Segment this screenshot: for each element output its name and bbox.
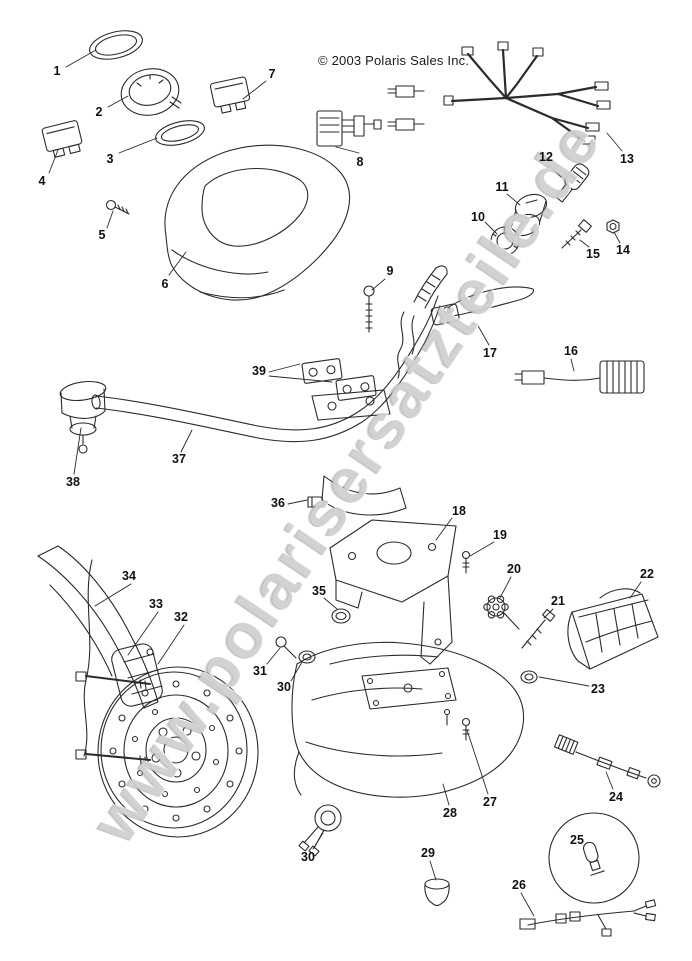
part-label-1-0: 1: [53, 63, 61, 78]
clip-36: [307, 496, 325, 508]
leader-lines: [48, 49, 642, 917]
part-label-17-16: 17: [483, 345, 497, 360]
connector-pair: [387, 85, 425, 131]
gauge-bezel: [89, 30, 143, 60]
handlebar-grip-right: [413, 265, 448, 309]
harness-connectors: [443, 41, 611, 145]
brake-caliper: [111, 643, 163, 707]
cable-squiggle-2: [411, 315, 415, 355]
part-label-5-4: 5: [98, 227, 106, 242]
part-label-24-23: 24: [609, 789, 623, 804]
part-label-21-20: 21: [551, 593, 565, 608]
part-label-7-6: 7: [268, 66, 276, 81]
part-label-34-34: 34: [122, 568, 136, 583]
relay-left: [41, 120, 83, 158]
part-label-39-39: 39: [252, 363, 266, 378]
part-label-6-5: 6: [161, 276, 169, 291]
handlebar-clamps: [301, 358, 391, 421]
copyright-notice: © 2003 Polaris Sales Inc.: [318, 53, 470, 68]
brake-hose: [83, 559, 93, 757]
switch-30: [298, 804, 342, 857]
part-label-35-35: 35: [312, 583, 326, 598]
part-label-30-30: 30: [277, 679, 291, 694]
part-label-31-31: 31: [253, 663, 267, 678]
part-label-37-37: 37: [172, 451, 186, 466]
part-label-38-38: 38: [66, 474, 80, 489]
gauge-gasket: [155, 120, 205, 146]
choke-cable: [553, 734, 661, 788]
screw-19: [461, 550, 471, 574]
speedometer-gauge: [120, 68, 182, 116]
headlight-assembly: [567, 588, 659, 670]
part-label-11-10: 11: [495, 179, 509, 194]
bolt-15: [561, 219, 592, 249]
screw-27: [443, 708, 471, 741]
cable-squiggle: [397, 311, 405, 379]
bolt-21: [521, 608, 556, 649]
console-pod: [164, 144, 351, 301]
part-label-2-1: 2: [95, 104, 103, 119]
nut-14: [606, 219, 620, 234]
ignition-key: [555, 163, 590, 203]
part-label-25-24: 25: [570, 832, 584, 847]
part-label-20-19: 20: [507, 561, 521, 576]
part-label-22-21: 22: [640, 566, 654, 581]
screw-5: [105, 199, 130, 215]
wiring-harness: [450, 48, 600, 143]
handlebar-holder: [321, 475, 407, 516]
grommet-35: [331, 608, 351, 624]
part-label-8-7: 8: [356, 154, 364, 169]
ignition-switch: [509, 193, 548, 237]
bulb-detail: [548, 812, 640, 904]
part-label-14-13: 14: [616, 242, 630, 257]
brake-disc: [97, 666, 259, 838]
tail-harness: [519, 899, 657, 937]
part-label-28-27: 28: [443, 805, 457, 820]
bolt-9: [363, 285, 375, 333]
brake-lever: [430, 286, 534, 326]
adjust-knob: [483, 595, 520, 630]
part-label-4-3: 4: [38, 173, 46, 188]
relay-right: [209, 76, 251, 114]
washer-30: [298, 650, 316, 664]
part-label-27-26: 27: [483, 794, 497, 809]
part-label-33-33: 33: [149, 596, 163, 611]
washer-23: [520, 670, 538, 684]
part-label-32-32: 32: [174, 609, 188, 624]
part-label-19-18: 19: [493, 527, 507, 542]
part-label-36-36: 36: [271, 495, 285, 510]
mounting-bracket: [329, 519, 457, 665]
cdi-module: [316, 110, 382, 147]
part-label-15-14: 15: [586, 246, 600, 261]
lower-pod: [291, 641, 525, 798]
handlebar: [91, 295, 441, 443]
part-label-29-28: 29: [421, 845, 435, 860]
grommet-29: [424, 878, 450, 907]
left-control-assembly: [59, 380, 107, 454]
stud-31: [275, 636, 297, 659]
part-label-13-12: 13: [620, 151, 634, 166]
part-label-30-29: 30: [301, 849, 315, 864]
part-label-3-2: 3: [106, 151, 114, 166]
axle-bolts: [75, 671, 151, 766]
part-label-23-22: 23: [591, 681, 605, 696]
part-label-10-9: 10: [471, 209, 485, 224]
part-label-12-11: 12: [539, 149, 553, 164]
switch-bezel: [490, 226, 520, 256]
part-label-18-17: 18: [452, 503, 466, 518]
voltage-regulator: [514, 360, 645, 394]
part-label-9-8: 9: [386, 263, 394, 278]
part-label-16-15: 16: [564, 343, 578, 358]
frame-tubes: [37, 545, 159, 709]
part-label-26-25: 26: [512, 877, 526, 892]
